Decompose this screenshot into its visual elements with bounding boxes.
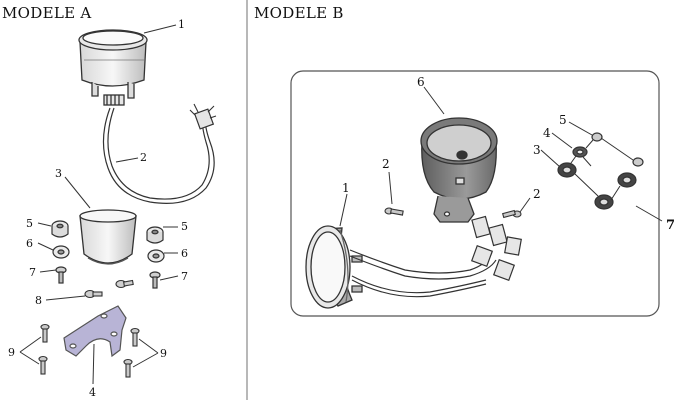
left-grommet-stack bbox=[51, 220, 70, 284]
bolt-icon bbox=[84, 279, 134, 299]
callout-8: 8 bbox=[35, 294, 42, 307]
wiring-harness-icon bbox=[349, 249, 497, 298]
callout-9b: 9 bbox=[160, 347, 167, 360]
callout-b-6: 6 bbox=[417, 75, 425, 89]
callout-b-1: 1 bbox=[342, 181, 350, 195]
rubber-grommet-icon bbox=[51, 220, 69, 238]
model-a-title: MODELE A bbox=[2, 4, 92, 22]
callout-3: 3 bbox=[55, 167, 62, 180]
callout-b-3: 3 bbox=[533, 143, 541, 157]
model-a-callouts: 1 2 3 5 6 7 8 9 4 5 6 7 9 bbox=[8, 18, 188, 399]
callout-5: 5 bbox=[26, 217, 33, 230]
callout-2: 2 bbox=[140, 151, 147, 164]
gauge-cup-icon bbox=[420, 117, 498, 223]
model-a-leaders bbox=[19, 24, 179, 385]
washer-icon bbox=[572, 146, 588, 158]
screw-icon bbox=[149, 271, 161, 289]
screw-icon bbox=[55, 266, 67, 284]
callout-9: 9 bbox=[8, 346, 15, 359]
callout-b-7: 7 bbox=[666, 218, 675, 233]
callout-7: 7 bbox=[29, 266, 36, 279]
callout-1: 1 bbox=[178, 18, 185, 31]
wiring-harness-icon bbox=[102, 103, 217, 204]
callout-b-4: 4 bbox=[543, 126, 551, 140]
callout-5b: 5 bbox=[181, 220, 188, 233]
washer-icon bbox=[147, 249, 165, 263]
grommet-set bbox=[557, 132, 644, 210]
rubber-grommet-icon bbox=[557, 162, 637, 210]
right-grommet-stack bbox=[146, 226, 165, 289]
speedometer-head-icon bbox=[305, 225, 363, 309]
nut-icon bbox=[591, 132, 644, 167]
callout-6: 6 bbox=[26, 237, 33, 250]
callout-6b: 6 bbox=[181, 247, 188, 260]
rubber-grommet-icon bbox=[146, 226, 164, 244]
model-b-title: MODELE B bbox=[254, 4, 344, 22]
gauge-cup-icon bbox=[79, 209, 137, 265]
callout-b-5: 5 bbox=[559, 113, 567, 127]
washer-icon bbox=[52, 245, 70, 259]
model-b-leaders bbox=[339, 86, 663, 227]
connector-icon bbox=[470, 215, 522, 282]
bolt-icon bbox=[384, 207, 522, 219]
model-b-callouts: 6 2 1 2 5 4 3 7 bbox=[342, 75, 675, 233]
callout-b-2b: 2 bbox=[533, 187, 541, 201]
callout-b-2: 2 bbox=[382, 157, 390, 171]
screw-icon bbox=[38, 323, 140, 378]
mounting-bracket-icon bbox=[63, 305, 127, 358]
speedometer-head-icon bbox=[78, 29, 148, 106]
callout-4: 4 bbox=[89, 386, 96, 399]
callout-7b: 7 bbox=[181, 270, 188, 283]
